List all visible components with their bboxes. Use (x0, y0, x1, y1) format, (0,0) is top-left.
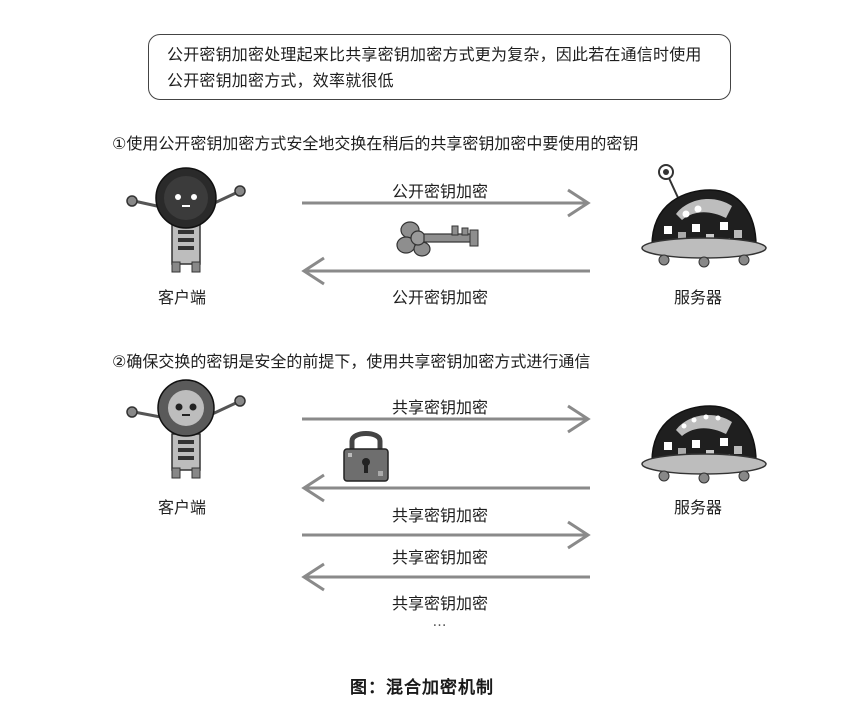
continuation-ellipsis: … (432, 614, 448, 630)
step1-title: ①使用公开密钥加密方式安全地交换在稍后的共享密钥加密中要使用的密钥 (112, 134, 639, 153)
step1-arrow-left (301, 256, 590, 286)
step1-client-label: 客户端 (158, 288, 207, 307)
step2-arrow-left-1 (301, 473, 590, 503)
step2-arrow-label-1: 共享密钥加密 (391, 398, 488, 417)
step2-arrow-left-2 (301, 562, 590, 592)
step2-arrow-label-3: 共享密钥加密 (391, 548, 488, 567)
step1-arrow-right (302, 188, 591, 218)
server-robot-icon (641, 405, 767, 484)
step2-arrow-right-1 (302, 404, 591, 434)
callout-note: 公开密钥加密处理起来比共享密钥加密方式更为复杂，因此若在通信时使用公开密钥加密方… (148, 34, 731, 100)
client-robot-icon (126, 379, 246, 479)
step1-arrow-bottom-label: 公开密钥加密 (391, 288, 488, 307)
lock-icon (343, 431, 389, 482)
step2-server-label: 服务器 (674, 498, 723, 517)
key-icon (396, 221, 479, 257)
step2-arrow-label-2: 共享密钥加密 (391, 506, 488, 525)
step1-arrow-top-label: 公开密钥加密 (391, 182, 488, 201)
step2-arrow-label-4: 共享密钥加密 (391, 594, 488, 613)
step2-title: ②确保交换的密钥是安全的前提下，使用共享密钥加密方式进行通信 (112, 352, 591, 371)
server-robot-icon (641, 164, 767, 268)
step2-arrow-right-2 (302, 520, 591, 550)
step1-server-label: 服务器 (674, 288, 723, 307)
client-robot-icon (126, 167, 246, 273)
figure-caption: 图：混合加密机制 (350, 678, 494, 698)
step2-client-label: 客户端 (158, 498, 207, 517)
